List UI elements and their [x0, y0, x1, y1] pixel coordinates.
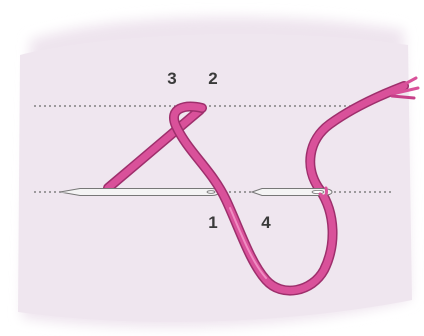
label-step-2: 2	[208, 69, 217, 88]
thread-loop	[170, 82, 408, 294]
thread-through-eye	[318, 186, 328, 198]
thread-end-strand-3	[390, 94, 416, 100]
left-needle	[59, 188, 220, 196]
label-step-1: 1	[208, 213, 217, 232]
label-step-3: 3	[167, 69, 176, 88]
thread-end-strand-2	[390, 86, 420, 96]
left-needle-eye	[206, 190, 216, 194]
label-step-4: 4	[261, 213, 271, 232]
diagonal-stitch-fill	[104, 106, 204, 192]
right-needle-eye	[311, 189, 325, 194]
thread-highlight	[229, 207, 267, 279]
thread-end-strand-1	[388, 76, 418, 94]
